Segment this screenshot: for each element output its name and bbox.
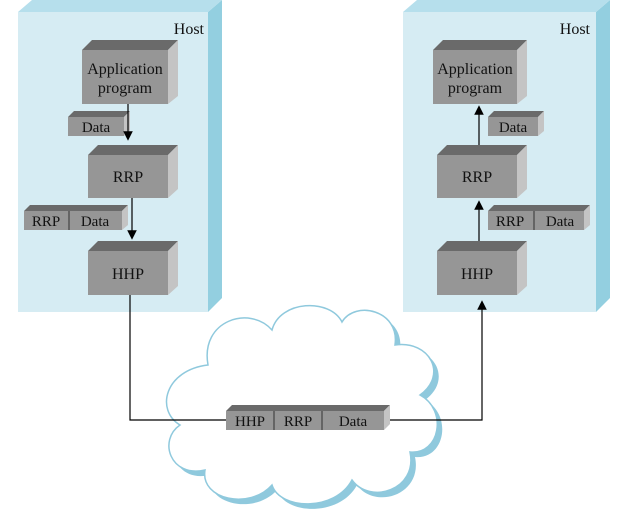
left-host-label: Host <box>174 21 205 38</box>
right-application-program-box: Application program <box>433 40 527 104</box>
network-packet-rrp-label: RRP <box>284 414 312 430</box>
left-data-label: Data <box>82 120 111 136</box>
left-packet-data-label: Data <box>81 214 110 230</box>
cloud-body <box>165 304 438 505</box>
network-packet: HHP RRP Data <box>226 405 390 430</box>
right-host: Host Application program Data RRP <box>403 0 610 312</box>
left-link-line <box>129 295 226 421</box>
left-host-side <box>208 0 222 312</box>
left-hhp-label: HHP <box>112 266 144 283</box>
right-packet-rrp-label: RRP <box>496 214 524 230</box>
left-rrp-data-packet: RRP Data <box>24 205 128 230</box>
left-packet-rrp-label: RRP <box>32 214 60 230</box>
right-rrp-data-packet: RRP Data <box>488 205 590 230</box>
network-packet-hhp-label: HHP <box>235 414 265 430</box>
left-host-top <box>18 0 222 12</box>
left-rrp-label: RRP <box>113 169 143 186</box>
left-app-label-line1: Application <box>87 61 163 78</box>
left-app-label-line2: program <box>98 80 153 97</box>
right-rrp-box: RRP <box>437 145 527 198</box>
right-data-label: Data <box>499 120 528 136</box>
right-packet-data-label: Data <box>546 214 575 230</box>
right-hhp-label: HHP <box>461 266 493 283</box>
left-rrp-box: RRP <box>88 145 178 198</box>
left-application-program-box: Application program <box>82 40 178 104</box>
right-hhp-box: HHP <box>437 241 527 295</box>
left-host: Host Application program Data RRP <box>18 0 222 312</box>
right-host-top <box>403 0 610 12</box>
right-host-side <box>596 0 610 312</box>
right-host-label: Host <box>560 21 591 38</box>
network-packet-data-label: Data <box>339 414 368 430</box>
right-data-block: Data <box>488 111 544 136</box>
left-data-block: Data <box>68 111 130 136</box>
right-app-label-line2: program <box>448 80 503 97</box>
network-cloud <box>165 304 443 509</box>
right-app-label-line1: Application <box>437 61 513 78</box>
right-link-line <box>384 300 487 421</box>
left-hhp-box: HHP <box>88 241 178 295</box>
right-rrp-label: RRP <box>462 169 492 186</box>
